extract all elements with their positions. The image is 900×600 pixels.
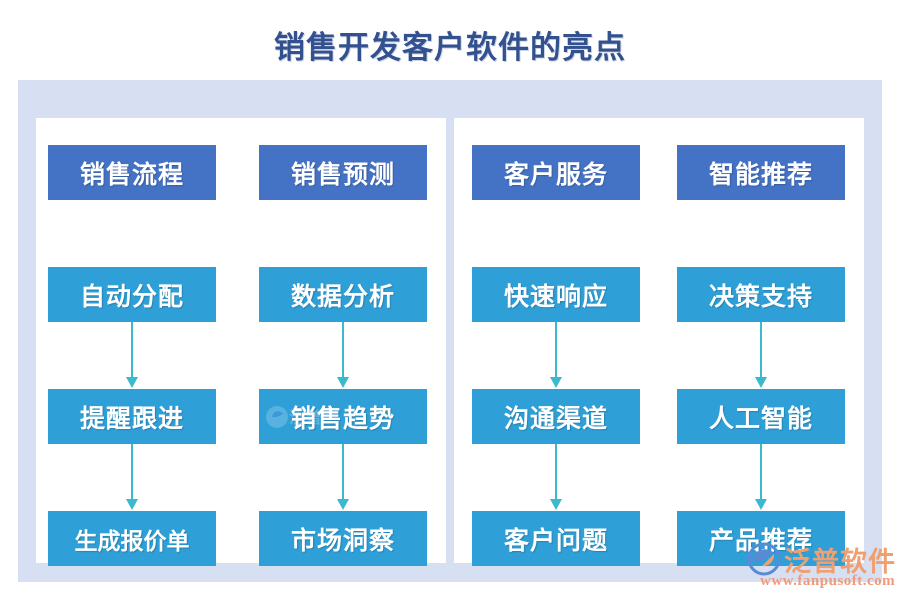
- column-spacer: [472, 200, 640, 267]
- arrow-head-icon: [755, 499, 767, 510]
- node-step-2[interactable]: 泛普 销售趋势: [259, 389, 427, 444]
- column-spacer: [677, 200, 845, 267]
- arrow-connector: [259, 444, 427, 511]
- flow-column-smart-recommendation: 智能推荐 决策支持 人工智能 产品推荐: [677, 145, 845, 566]
- arrow-line: [131, 322, 133, 382]
- node-step-1[interactable]: 数据分析: [259, 267, 427, 322]
- arrow-line: [760, 444, 762, 504]
- arrow-connector: [48, 322, 216, 389]
- node-step-2[interactable]: 人工智能: [677, 389, 845, 444]
- arrow-connector: [259, 322, 427, 389]
- node-step-3[interactable]: 客户问题: [472, 511, 640, 566]
- node-step-1[interactable]: 自动分配: [48, 267, 216, 322]
- flow-column-sales-forecast: 销售预测 数据分析 泛普 销售趋势 市场洞察: [259, 145, 427, 566]
- arrow-line: [555, 322, 557, 382]
- brand-url: www.fanpusoft.com: [760, 573, 896, 589]
- arrow-head-icon: [337, 499, 349, 510]
- node-header[interactable]: 智能推荐: [677, 145, 845, 200]
- arrow-head-icon: [126, 499, 138, 510]
- node-header[interactable]: 客户服务: [472, 145, 640, 200]
- page-title: 销售开发客户软件的亮点: [274, 30, 626, 65]
- node-step-2[interactable]: 沟通渠道: [472, 389, 640, 444]
- brand-name: 泛普软件: [784, 547, 896, 577]
- arrow-line: [131, 444, 133, 504]
- arrow-line: [342, 322, 344, 382]
- brand-logo: 泛普软件 www.fanpusoft.com: [746, 540, 896, 596]
- arrow-line: [555, 444, 557, 504]
- arrow-connector: [48, 444, 216, 511]
- flow-column-sales-process: 销售流程 自动分配 提醒跟进 生成报价单: [48, 145, 216, 566]
- arrow-head-icon: [550, 499, 562, 510]
- column-spacer: [259, 200, 427, 267]
- node-step-3[interactable]: 市场洞察: [259, 511, 427, 566]
- node-step-2[interactable]: 提醒跟进: [48, 389, 216, 444]
- node-step-3[interactable]: 生成报价单: [48, 511, 216, 566]
- arrow-line: [760, 322, 762, 382]
- arrow-head-icon: [126, 377, 138, 388]
- arrow-head-icon: [550, 377, 562, 388]
- arrow-connector: [677, 322, 845, 389]
- node-step-1[interactable]: 快速响应: [472, 267, 640, 322]
- flow-column-customer-service: 客户服务 快速响应 沟通渠道 客户问题: [472, 145, 640, 566]
- arrow-connector: [472, 322, 640, 389]
- node-header[interactable]: 销售流程: [48, 145, 216, 200]
- node-step-2-label: 销售趋势: [290, 405, 395, 433]
- arrow-head-icon: [755, 377, 767, 388]
- node-step-1[interactable]: 决策支持: [677, 267, 845, 322]
- arrow-connector: [677, 444, 845, 511]
- arrow-connector: [472, 444, 640, 511]
- fanpu-logo-icon: [747, 542, 781, 576]
- arrow-head-icon: [337, 377, 349, 388]
- column-spacer: [48, 200, 216, 267]
- node-header[interactable]: 销售预测: [259, 145, 427, 200]
- arrow-line: [342, 444, 344, 504]
